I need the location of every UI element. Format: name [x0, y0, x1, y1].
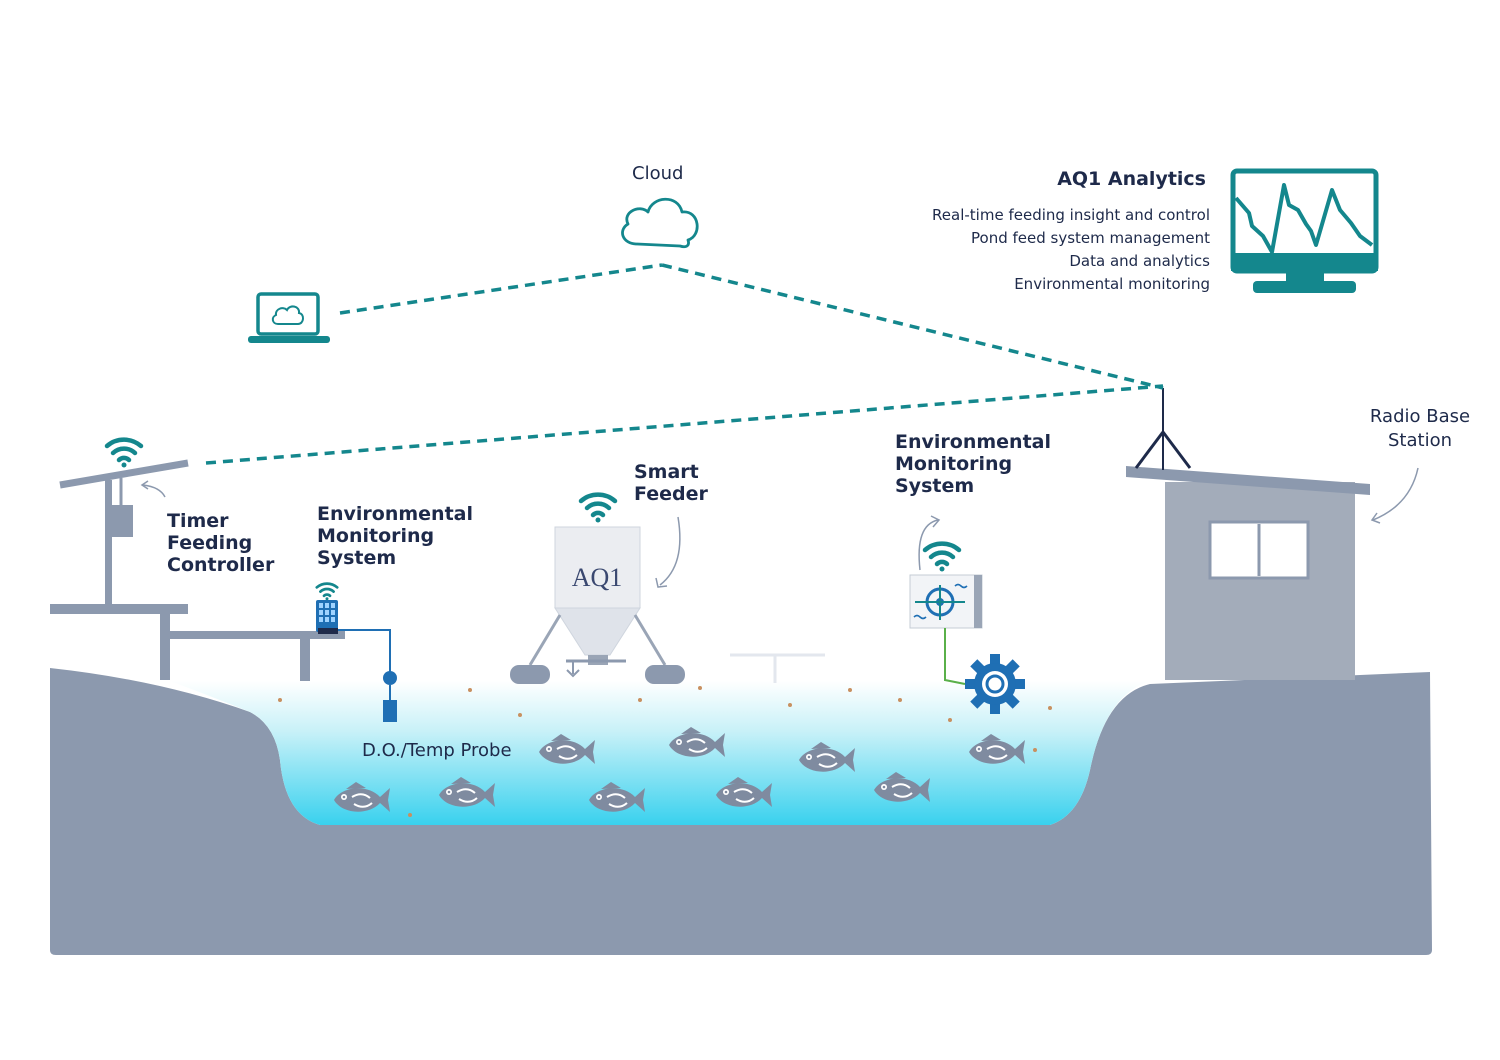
label-line: Smart [634, 461, 699, 483]
link-cloud-base [661, 263, 1164, 390]
radio-pointer-arrow [1372, 467, 1419, 521]
label-line: Radio Base [1369, 406, 1471, 427]
feed-particles [278, 686, 1052, 817]
env-right-pointer-arrow [918, 519, 939, 571]
env-monitor-device-left [316, 600, 397, 722]
label-line: Feeding [167, 532, 253, 554]
label-line: Feeder [634, 483, 708, 505]
analytics-title: AQ1 Analytics [1057, 168, 1206, 190]
timer-pointer-arrow [142, 484, 166, 498]
radio-base-station-label: Radio Base Station [1362, 405, 1478, 453]
label-line: Monitoring [317, 525, 435, 547]
env-monitoring-right-label: Environmental Monitoring System [895, 431, 1051, 497]
label-line: Environmental [895, 431, 1051, 453]
analytics-item: Pond feed system management [971, 229, 1210, 247]
monitor-chart-icon [1230, 168, 1379, 293]
timer-feeding-controller-device [59, 459, 189, 604]
wifi-icon [315, 582, 339, 602]
mid-post [730, 653, 825, 683]
label-line: System [317, 547, 397, 569]
link-laptop-cloud [339, 263, 663, 315]
link-timer-base [205, 384, 1164, 465]
label-line: Controller [167, 554, 275, 576]
cloud-icon [621, 197, 699, 249]
smart-feeder-device [510, 526, 685, 684]
timer-feeding-controller-label: Timer Feeding Controller [167, 510, 274, 576]
analytics-item: Environmental monitoring [1014, 275, 1210, 293]
network-links [205, 263, 1164, 465]
paddlewheel-icon [965, 654, 1025, 714]
label-line: System [895, 475, 975, 497]
smart-feeder-label: Smart Feeder [634, 461, 708, 505]
analytics-feature-list: Real-time feeding insight and control Po… [860, 204, 1210, 296]
env-monitor-device-right [909, 574, 983, 685]
analytics-item: Real-time feeding insight and control [932, 206, 1210, 224]
feeder-logo: AQ1 [572, 563, 623, 592]
cloud-label: Cloud [632, 163, 684, 184]
label-line: Environmental [317, 503, 473, 525]
analytics-item: Data and analytics [1069, 252, 1210, 270]
radio-base-station-building [1126, 388, 1370, 680]
wifi-icon [925, 544, 959, 572]
label-line: Timer [167, 510, 229, 532]
smart-feeder-pointer-arrow [659, 516, 681, 586]
ground [50, 668, 1432, 955]
label-line: Station [1388, 430, 1452, 451]
laptop-icon [248, 292, 330, 343]
dock [50, 604, 345, 681]
label-line: Monitoring [895, 453, 1013, 475]
env-monitoring-left-label: Environmental Monitoring System [317, 503, 473, 569]
probe-label: D.O./Temp Probe [362, 740, 512, 761]
wifi-icon [107, 440, 141, 468]
wifi-icon [581, 495, 615, 523]
